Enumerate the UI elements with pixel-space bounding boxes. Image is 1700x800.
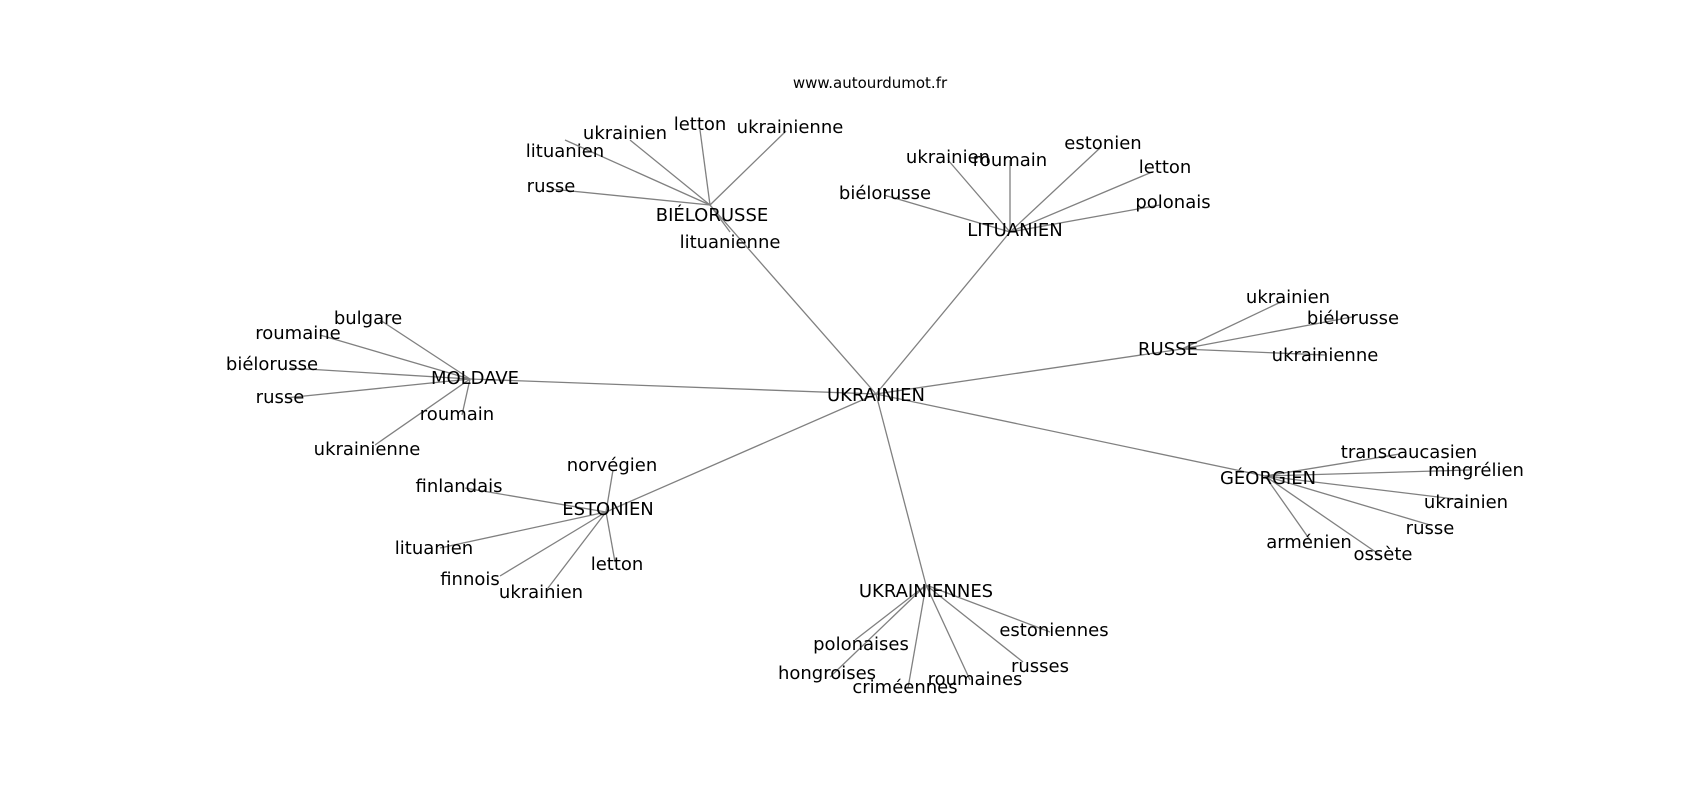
edge-lituanien-3 — [1009, 171, 1153, 233]
leaf-georgien-3[interactable]: russe — [1406, 518, 1455, 539]
leaf-georgien-2[interactable]: ukrainien — [1424, 492, 1508, 513]
leaf-estonien-1[interactable]: finlandais — [415, 476, 502, 497]
edge-center-lituanien — [875, 231, 1011, 395]
leaf-moldave-3[interactable]: russe — [256, 387, 305, 408]
edge-bielorusse-3 — [709, 130, 787, 206]
leaf-moldave-2[interactable]: biélorusse — [226, 354, 318, 375]
leaf-russe-0[interactable]: ukrainien — [1246, 287, 1330, 308]
leaf-lituanien-4[interactable]: biélorusse — [839, 183, 931, 204]
edge-moldave-0 — [379, 319, 471, 380]
leaf-georgien-4[interactable]: arménien — [1266, 532, 1352, 553]
edge-georgien-0 — [1264, 453, 1401, 477]
edge-ukrainiennes-0 — [854, 584, 927, 641]
edge-georgien-3 — [1264, 475, 1431, 526]
edge-bielorusse-5 — [709, 204, 731, 233]
leaf-russe-1[interactable]: biélorusse — [1307, 308, 1399, 329]
leaf-ukrainiennes-1[interactable]: estoniennes — [999, 620, 1108, 641]
edge-bielorusse-4 — [550, 188, 711, 206]
leaf-lituanien-0[interactable]: ukrainien — [906, 147, 990, 168]
leaf-georgien-5[interactable]: ossète — [1354, 544, 1413, 565]
edge-center-moldave — [469, 378, 877, 395]
edge-center-ukrainiennes — [875, 393, 927, 586]
leaf-lituanien-2[interactable]: estonien — [1064, 133, 1141, 154]
edge-georgien-2 — [1264, 475, 1464, 501]
leaf-ukrainiennes-2[interactable]: hongroises — [778, 663, 876, 684]
node-ukrainiennes[interactable]: UKRAINIENNES — [859, 581, 993, 602]
edge-moldave-3 — [284, 378, 471, 399]
leaf-moldave-1[interactable]: roumaine — [255, 323, 340, 344]
edge-estonien-2 — [439, 511, 607, 549]
edge-russe-1 — [1181, 316, 1353, 350]
leaf-russe-2[interactable]: ukrainienne — [1272, 345, 1379, 366]
edge-georgien-5 — [1264, 475, 1381, 556]
edge-bielorusse-1 — [629, 139, 711, 206]
edge-moldave-1 — [319, 334, 471, 380]
edge-moldave-5 — [374, 378, 471, 446]
edge-estonien-5 — [605, 511, 616, 563]
source-url: www.autourdumot.fr — [793, 74, 948, 92]
leaf-estonien-4[interactable]: ukrainien — [499, 582, 583, 603]
node-estonien[interactable]: ESTONIEN — [562, 499, 654, 520]
edge-lituanien-2 — [1009, 147, 1101, 233]
leaf-georgien-1[interactable]: mingrélien — [1428, 460, 1524, 481]
edge-russe-0 — [1181, 299, 1286, 350]
leaf-estonien-0[interactable]: norvégien — [567, 455, 657, 476]
leaf-lituanien-3[interactable]: letton — [1139, 157, 1192, 178]
edges — [284, 129, 1471, 689]
edge-lituanien-5 — [1009, 204, 1161, 233]
leaf-estonien-5[interactable]: letton — [591, 554, 644, 575]
edge-center-russe — [875, 348, 1183, 395]
edge-bielorusse-0 — [564, 139, 711, 206]
edge-ukrainiennes-2 — [829, 584, 927, 678]
node-russe[interactable]: RUSSE — [1138, 339, 1198, 360]
leaf-bielorusse-0[interactable]: lituanien — [526, 141, 604, 162]
edge-moldave-4 — [461, 378, 471, 416]
edge-estonien-3 — [499, 511, 607, 577]
edge-bielorusse-2 — [699, 129, 711, 206]
edge-ukrainiennes-4 — [907, 584, 927, 689]
leaf-bielorusse-3[interactable]: ukrainienne — [737, 117, 844, 138]
node-bielorusse[interactable]: BIÉLORUSSE — [656, 204, 769, 226]
edge-moldave-2 — [289, 367, 471, 380]
edge-center-georgien — [875, 393, 1266, 477]
leaf-georgien-0[interactable]: transcaucasien — [1341, 442, 1477, 463]
edge-center-estonien — [605, 393, 877, 513]
edge-estonien-4 — [547, 511, 607, 589]
leaf-lituanien-1[interactable]: roumain — [973, 150, 1047, 171]
leaf-bielorusse-4[interactable]: russe — [527, 176, 576, 197]
edge-ukrainiennes-1 — [925, 584, 1051, 633]
edge-estonien-1 — [464, 487, 607, 513]
leaf-moldave-5[interactable]: ukrainienne — [314, 439, 421, 460]
leaf-ukrainiennes-3[interactable]: russes — [1011, 656, 1069, 677]
edge-ukrainiennes-5 — [925, 584, 971, 681]
leaf-moldave-4[interactable]: roumain — [420, 404, 494, 425]
leaf-ukrainiennes-0[interactable]: polonaises — [813, 634, 909, 655]
node-moldave[interactable]: MOLDAVE — [431, 368, 519, 389]
leaf-estonien-2[interactable]: lituanien — [395, 538, 473, 559]
leaf-bielorusse-1[interactable]: ukrainien — [583, 123, 667, 144]
leaf-bielorusse-2[interactable]: letton — [674, 114, 727, 135]
leaf-moldave-0[interactable]: bulgare — [334, 308, 402, 329]
edge-estonien-0 — [605, 469, 614, 513]
edge-lituanien-0 — [947, 159, 1011, 233]
leaf-bielorusse-5[interactable]: lituanienne — [680, 232, 781, 253]
edge-georgien-1 — [1264, 469, 1471, 477]
edge-russe-2 — [1181, 348, 1326, 356]
node-georgien[interactable]: GÉORGIEN — [1220, 467, 1316, 489]
leaf-estonien-3[interactable]: finnois — [440, 569, 500, 590]
leaf-ukrainiennes-5[interactable]: roumaines — [928, 669, 1023, 690]
leaf-ukrainiennes-4[interactable]: criméennes — [852, 677, 957, 698]
edge-center-bielorusse — [709, 204, 877, 395]
node-center[interactable]: UKRAINIEN — [827, 385, 925, 406]
edge-georgien-4 — [1264, 475, 1311, 541]
leaf-lituanien-5[interactable]: polonais — [1135, 192, 1210, 213]
edge-lituanien-4 — [883, 194, 1011, 233]
node-lituanien[interactable]: LITUANIEN — [967, 220, 1062, 241]
edge-ukrainiennes-3 — [925, 584, 1024, 663]
